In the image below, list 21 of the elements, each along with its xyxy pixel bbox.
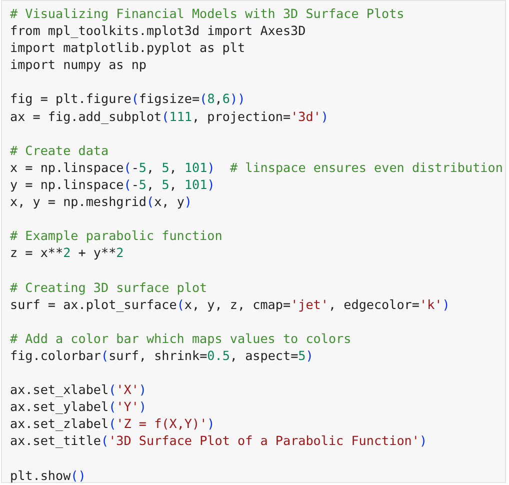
code-comment: # Visualizing Financial Models with 3D Surface Plots — [10, 5, 404, 22]
code-line: fig = plt.figure(figsize=(8,6)) — [10, 90, 246, 108]
code-line: x, y = np.meshgrid(x, y) — [10, 193, 192, 210]
code-line: y = np.linspace(-5, 5, 101) — [10, 176, 215, 194]
code-line: plt.show() — [10, 466, 86, 484]
code-line: ax.set_zlabel('Z = f(X,Y)') — [10, 415, 215, 432]
code-comment: # Add a color bar which maps values to colors — [10, 330, 352, 347]
code-line: x = np.linspace(-5, 5, 101) # linspace ensures even distribution — [10, 158, 503, 176]
code-line: surf = ax.plot_surface(x, y, z, cmap='jet', edgecolor='k') — [10, 296, 450, 313]
code-line: ax.set_ylabel('Y') — [10, 398, 147, 416]
code-line: ax = fig.add_subplot(111, projection='3d') — [10, 108, 329, 125]
code-line: fig.colorbar(surf, shrink=0.5, aspect=5) — [10, 346, 314, 364]
code-line: import numpy as np — [10, 56, 146, 74]
code-line: from mpl_toolkits.mplot3d import Axes3D — [10, 22, 306, 40]
code-comment: # Creating 3D surface plot — [10, 278, 208, 296]
code-line: import matplotlib.pyplot as plt — [10, 39, 246, 56]
code-comment: # Create data — [10, 142, 109, 159]
code-line: ax.set_title('3D Surface Plot of a Parabolic Function') — [10, 432, 428, 450]
code-line: z = x**2 + y**2 — [10, 244, 124, 262]
code-comment: # Example parabolic function — [10, 227, 222, 244]
code-line: ax.set_xlabel('X') — [10, 381, 147, 398]
